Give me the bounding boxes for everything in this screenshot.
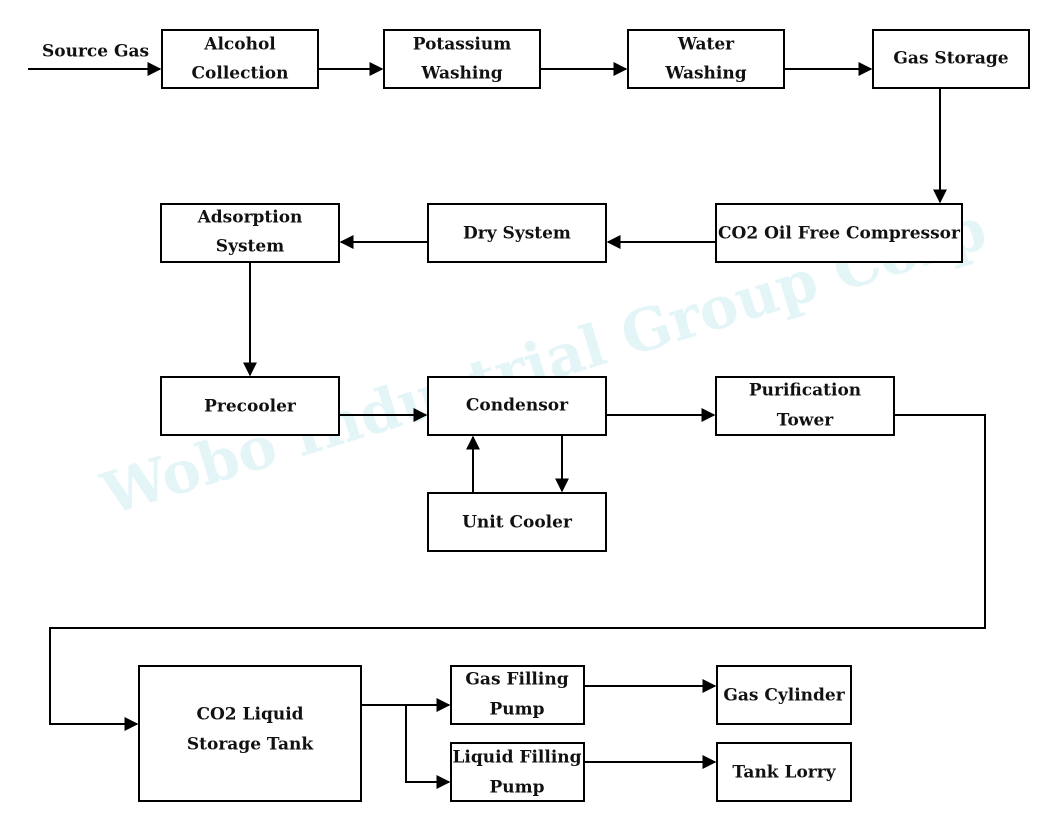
node-precooler: Precooler xyxy=(160,376,340,436)
svg-text:Pump: Pump xyxy=(489,700,544,720)
node-purification-tower: Purification Tower xyxy=(715,376,895,436)
node-gas-filling-pump: Gas Filling Pump xyxy=(450,665,585,725)
arrow-purification-to-storage-tank xyxy=(49,414,986,731)
svg-text:Storage Tank: Storage Tank xyxy=(187,735,314,755)
svg-text:Gas Cylinder: Gas Cylinder xyxy=(723,686,845,706)
node-condensor: Condensor xyxy=(427,376,607,436)
node-co2-liquid-storage-tank: CO2 Liquid Storage Tank xyxy=(138,665,362,802)
svg-text:Condensor: Condensor xyxy=(466,396,569,416)
svg-text:Purification: Purification xyxy=(749,381,861,401)
svg-text:Washing: Washing xyxy=(420,64,502,84)
arrow-to-liquid-filling-pump xyxy=(405,705,451,789)
node-tank-lorry: Tank Lorry xyxy=(716,742,852,802)
svg-text:Gas Filling: Gas Filling xyxy=(465,670,568,690)
svg-text:Adsorption: Adsorption xyxy=(197,208,303,228)
svg-text:CO2 Liquid: CO2 Liquid xyxy=(196,705,303,725)
node-potassium-washing: Potassium Washing xyxy=(383,29,541,89)
svg-text:CO2 Oil Free Compressor: CO2 Oil Free Compressor xyxy=(718,224,961,244)
svg-text:Water: Water xyxy=(677,35,735,55)
node-gas-storage: Gas Storage xyxy=(872,29,1030,89)
node-adsorption-system: Adsorption System xyxy=(160,203,340,263)
node-water-washing: Water Washing xyxy=(627,29,785,89)
node-liquid-filling-pump: Liquid Filling Pump xyxy=(450,742,585,802)
svg-text:Precooler: Precooler xyxy=(204,397,297,417)
svg-text:Alcohol: Alcohol xyxy=(203,35,276,55)
connectors xyxy=(28,62,986,789)
svg-text:Washing: Washing xyxy=(664,64,746,84)
svg-text:Tank Lorry: Tank Lorry xyxy=(732,763,836,783)
node-unit-cooler: Unit Cooler xyxy=(427,492,607,552)
source-gas-label: Source Gas xyxy=(42,42,149,62)
svg-text:Pump: Pump xyxy=(489,778,544,798)
svg-text:Tower: Tower xyxy=(777,411,834,431)
node-alcohol-collection: Alcohol Collection xyxy=(161,29,319,89)
node-co2-compressor: CO2 Oil Free Compressor xyxy=(715,203,963,263)
svg-text:Liquid Filling: Liquid Filling xyxy=(452,748,581,768)
svg-text:Potassium: Potassium xyxy=(413,35,511,55)
svg-text:System: System xyxy=(216,237,284,257)
svg-text:Dry System: Dry System xyxy=(463,224,571,244)
svg-text:Unit Cooler: Unit Cooler xyxy=(462,513,573,533)
svg-text:Gas Storage: Gas Storage xyxy=(893,49,1008,69)
svg-text:Collection: Collection xyxy=(192,64,289,84)
node-gas-cylinder: Gas Cylinder xyxy=(716,665,852,725)
node-dry-system: Dry System xyxy=(427,203,607,263)
